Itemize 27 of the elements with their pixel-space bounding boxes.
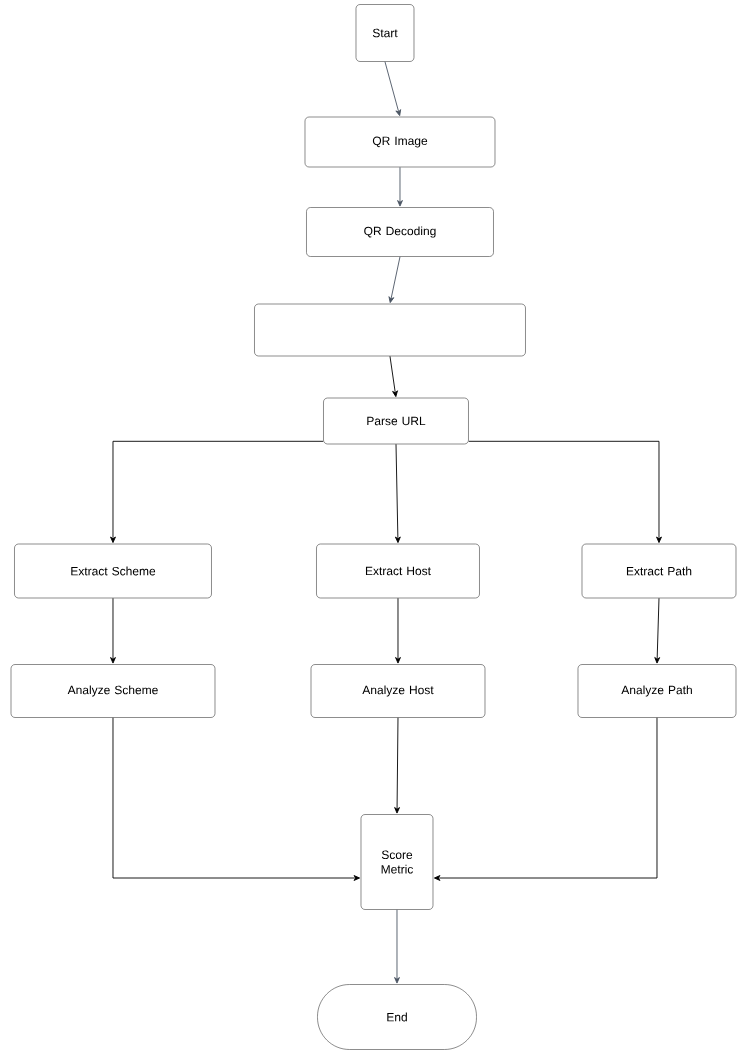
- arrow: [110, 440, 324, 544]
- arrow: [397, 166, 403, 207]
- arrow: [468, 440, 662, 544]
- process-box: Extract Path: [581, 543, 737, 599]
- arrow: [384, 61, 402, 117]
- arrow: [112, 717, 361, 881]
- process-box: Start: [355, 4, 415, 62]
- end-terminal: End: [317, 984, 477, 1050]
- arrow: [394, 717, 400, 814]
- arrow: [110, 597, 116, 664]
- process-box: Extract Host: [316, 543, 480, 599]
- arrow: [654, 597, 661, 664]
- process-box: QR Image: [304, 116, 496, 168]
- arrow: [394, 909, 400, 984]
- arrow: [394, 443, 401, 544]
- empty-box: [254, 303, 526, 357]
- arrow: [395, 597, 401, 664]
- arrow: [433, 717, 658, 881]
- process-box: QR Decoding: [306, 207, 494, 257]
- process-box: Parse URL: [323, 397, 469, 445]
- process-box: Extract Scheme: [14, 543, 212, 599]
- arrow: [389, 355, 398, 398]
- arrow: [388, 256, 401, 304]
- process-box: Score Metric: [360, 814, 434, 910]
- process-box: Analyze Path: [577, 664, 737, 718]
- process-box: Analyze Scheme: [10, 664, 216, 718]
- process-box: Analyze Host: [310, 664, 486, 718]
